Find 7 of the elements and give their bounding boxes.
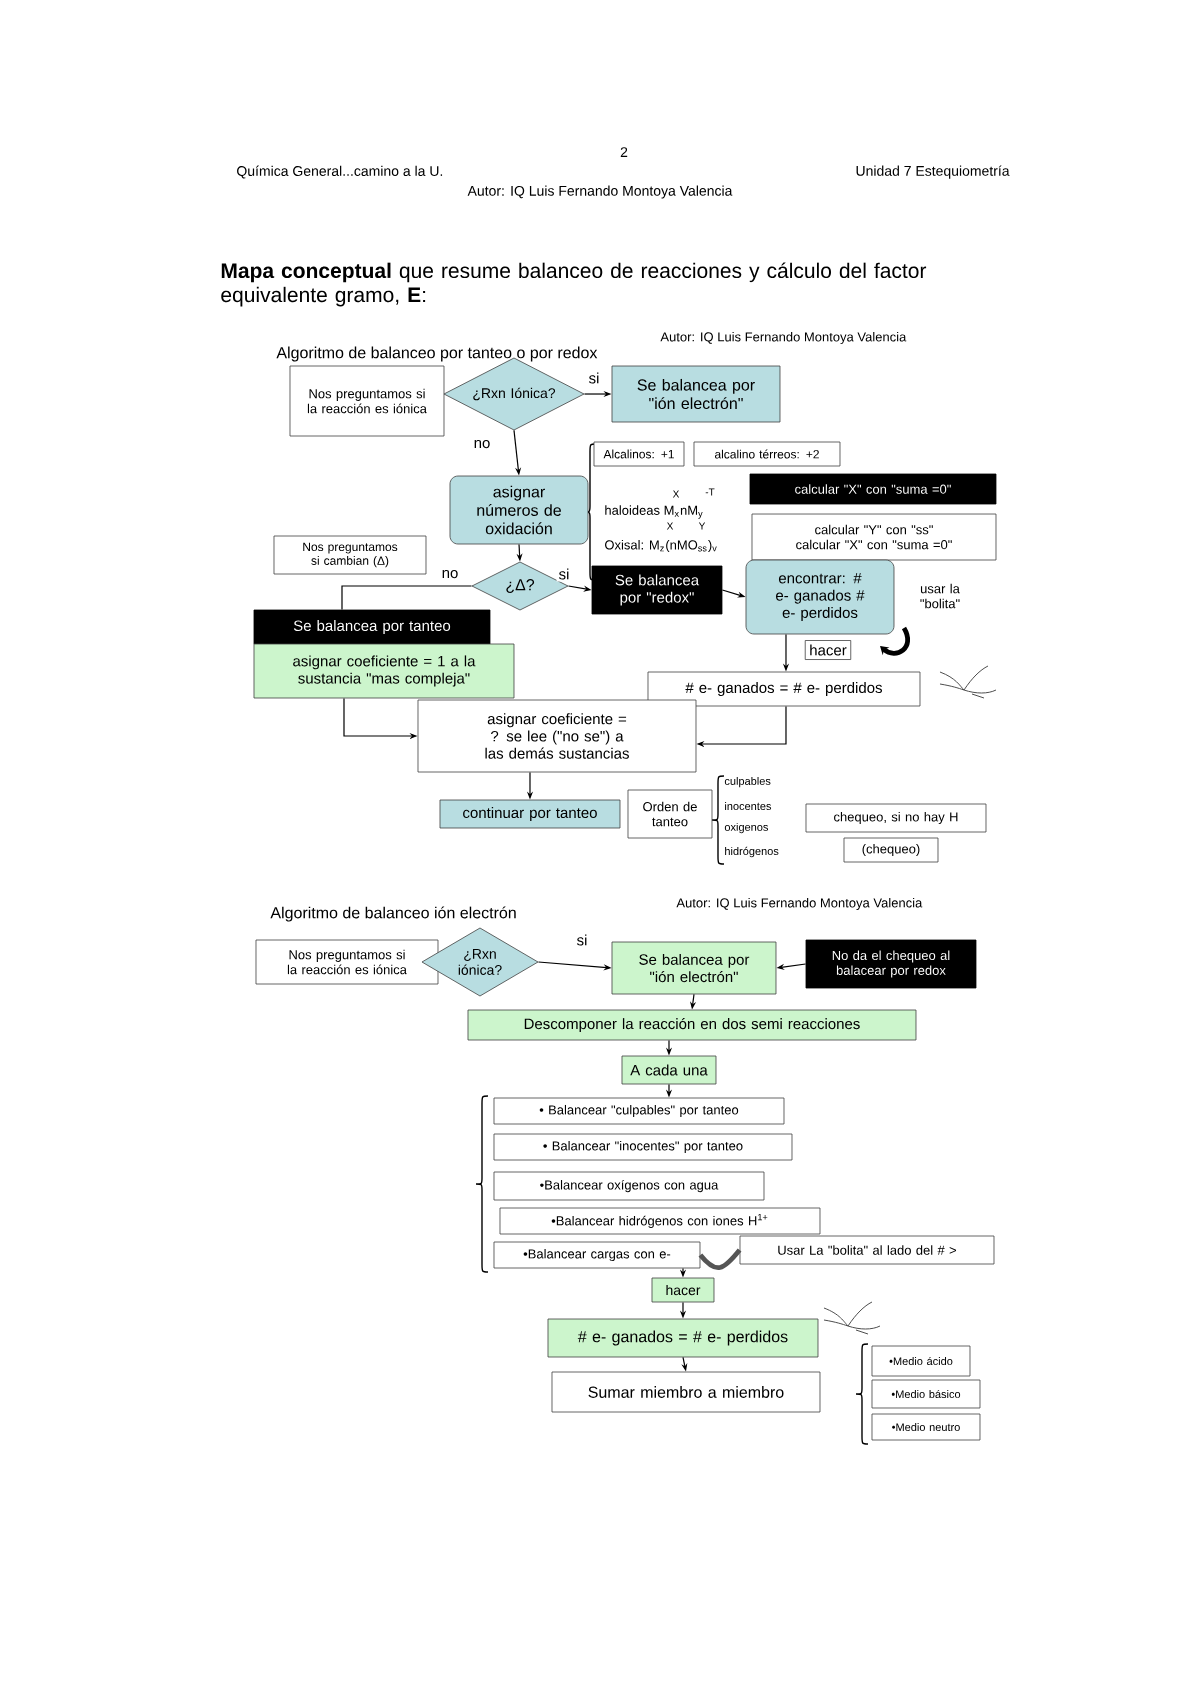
process-box: asignar números de oxidación xyxy=(449,475,589,545)
process-box: Sumar miembro a miembro xyxy=(551,1371,821,1413)
text-label: Algoritmo de balanceo ión electrón xyxy=(270,906,516,922)
process-box: Se balancea por "ión electrón" xyxy=(611,365,781,423)
text-label: Algoritmo de balanceo por tanteo o por redox xyxy=(276,346,598,362)
process-box: # e- ganados = # e- perdidos xyxy=(547,1318,819,1358)
title: Mapa conceptual que resume balanceo de reacciones y cálculo del factor equivalente gramo, E: xyxy=(221,262,927,307)
